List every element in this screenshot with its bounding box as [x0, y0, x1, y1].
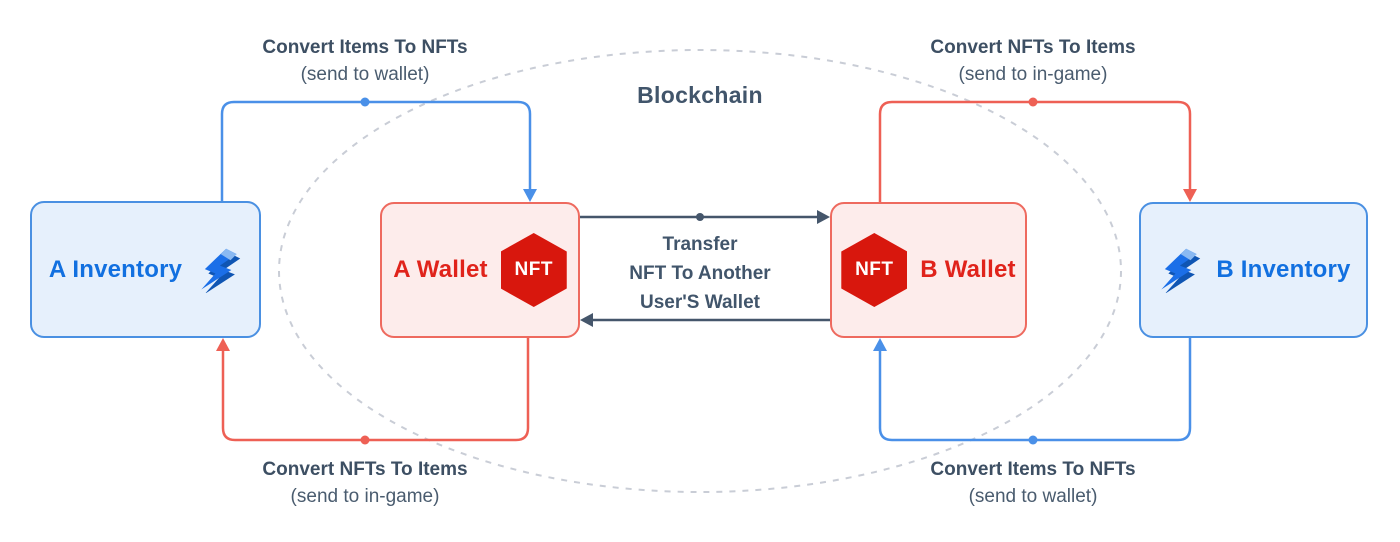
arrow-b-inventory-to-b-wallet — [873, 338, 1192, 445]
b-wallet-label: B Wallet — [920, 256, 1016, 283]
lightning-bolt-icon — [201, 248, 241, 293]
nft-badge-text: NFT — [514, 259, 553, 280]
a-wallet-label: A Wallet — [393, 256, 488, 283]
node-a-wallet: A Wallet NFT — [380, 202, 580, 338]
blockchain-ellipse — [278, 49, 1122, 493]
arrow-a-wallet-to-a-inventory — [216, 338, 530, 445]
label-convert-nfts-to-items-right: Convert NFTs To Items (send to in-game) — [930, 34, 1135, 88]
a-inventory-label: A Inventory — [48, 255, 183, 283]
flow-label-subtitle: (send to in-game) — [958, 64, 1108, 85]
node-a-inventory: A Inventory — [30, 201, 261, 338]
b-inventory-label: B Inventory — [1216, 256, 1351, 283]
transfer-label: Transfer NFT To Another User'S Wallet — [629, 230, 770, 317]
flow-label-title: Convert Items To NFTs — [930, 459, 1136, 480]
node-b-inventory: B Inventory — [1139, 202, 1368, 338]
arrow-b-wallet-to-b-inventory — [878, 97, 1197, 202]
transfer-line-3: User'S Wallet — [640, 292, 760, 313]
label-convert-items-to-nfts-left: Convert Items To NFTs (send to wallet) — [262, 34, 467, 88]
label-convert-items-to-nfts-right: Convert Items To NFTs (send to wallet) — [930, 456, 1135, 510]
flow-label-title: Convert NFTs To Items — [262, 459, 468, 480]
flow-label-title: Convert Items To NFTs — [262, 37, 468, 58]
flow-label-subtitle: (send to wallet) — [300, 64, 430, 85]
label-convert-nfts-to-items-left: Convert NFTs To Items (send to in-game) — [262, 456, 467, 510]
arrow-a-wallet-to-b-wallet — [580, 210, 830, 224]
arrow-b-wallet-to-a-wallet — [580, 313, 830, 327]
flow-label-title: Convert NFTs To Items — [930, 37, 1136, 58]
flow-label-subtitle: (send to wallet) — [968, 486, 1098, 507]
flow-label-subtitle: (send to in-game) — [290, 486, 440, 507]
blockchain-title: Blockchain — [637, 82, 763, 108]
lightning-bolt-icon — [1161, 248, 1201, 293]
transfer-line-1: Transfer — [662, 234, 738, 255]
nft-badge-text: NFT — [855, 259, 894, 280]
arrow-a-inventory-to-a-wallet — [220, 97, 537, 202]
nft-hexagon-icon: NFT — [841, 233, 908, 307]
node-b-wallet: NFT B Wallet — [830, 202, 1027, 338]
transfer-line-2: NFT To Another — [629, 263, 771, 284]
nft-hexagon-icon: NFT — [500, 233, 567, 307]
